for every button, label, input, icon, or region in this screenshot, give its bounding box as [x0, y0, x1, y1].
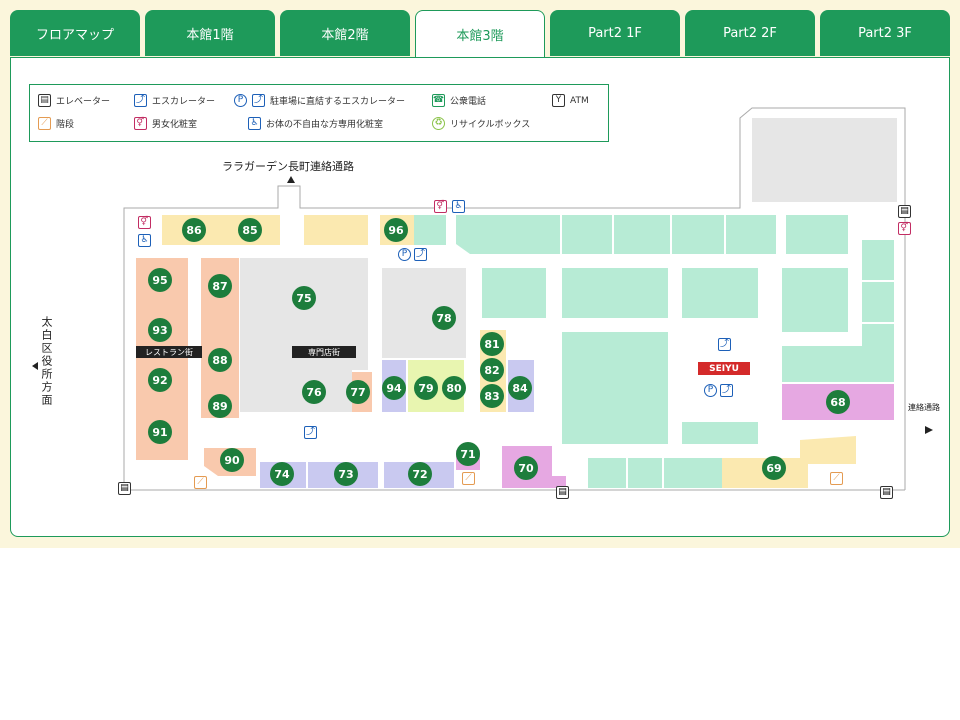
shop-badge[interactable]: 70	[514, 456, 538, 480]
shop-badge[interactable]: 76	[302, 380, 326, 404]
shop-badge[interactable]: 83	[480, 384, 504, 408]
parking-icon: P	[398, 248, 411, 261]
escalator-icon: ⤴	[414, 248, 427, 261]
escalator-icon: ⤴	[134, 94, 147, 107]
shop-badge[interactable]: 75	[292, 286, 316, 310]
elevator-icon: ▤	[38, 94, 51, 107]
stairs-icon: ⟋	[830, 472, 843, 485]
legend-escalator: ⤴ エスカレーター	[134, 94, 216, 107]
shop-badge[interactable]: 96	[384, 218, 408, 242]
east-passage-label: 連絡通路	[908, 403, 940, 412]
tab-part2-3f[interactable]: Part2 3F	[820, 10, 950, 56]
restroom-icon: ⚥	[898, 222, 911, 235]
shop-badge[interactable]: 78	[432, 306, 456, 330]
tab-part2-2f[interactable]: Part2 2F	[685, 10, 815, 56]
storage-area	[752, 118, 897, 202]
shop-badge[interactable]: 84	[508, 376, 532, 400]
shop-badge[interactable]: 88	[208, 348, 232, 372]
shop-badge[interactable]: 90	[220, 448, 244, 472]
shop-badge[interactable]: 77	[346, 380, 370, 404]
legend-accessible-restroom: ♿ お体の不自由な方専用化粧室	[248, 117, 383, 130]
elevator-icon: ▤	[118, 482, 131, 495]
legend-restroom: ⚥ 男女化粧室	[134, 117, 197, 130]
west-direction-label: 太白区役所方面	[40, 316, 53, 407]
north-passage-label: ララガーデン長町連絡通路	[222, 160, 354, 173]
tab-main-1f[interactable]: 本館1階	[145, 10, 275, 56]
parking-icon: P	[234, 94, 247, 107]
shop-badge[interactable]: 89	[208, 394, 232, 418]
phone-icon: ☎	[432, 94, 445, 107]
wheelchair-icon: ♿	[248, 117, 261, 130]
shop-badge[interactable]: 82	[480, 358, 504, 382]
stairs-icon: ⟋	[38, 117, 51, 130]
elevator-icon: ▤	[880, 486, 893, 499]
shop-badge[interactable]: 74	[270, 462, 294, 486]
shop-badge[interactable]: 93	[148, 318, 172, 342]
floor-tabs: フロアマップ 本館1階 本館2階 本館3階 Part2 1F Part2 2F …	[10, 10, 950, 58]
floor-map	[32, 107, 933, 491]
legend-elevator: ▤ エレベーター	[38, 94, 110, 107]
shop-badge[interactable]: 86	[182, 218, 206, 242]
restroom-icon: ⚥	[138, 216, 151, 229]
map-legend: ▤ エレベーター ⤴ エスカレーター P ⤴ 駐車場に直結するエスカレーター ☎…	[29, 84, 609, 142]
tab-floor-map[interactable]: フロアマップ	[10, 10, 140, 56]
shop-badge[interactable]: 95	[148, 268, 172, 292]
page-frame: フロアマップ 本館1階 本館2階 本館3階 Part2 1F Part2 2F …	[0, 0, 960, 548]
shop-badge[interactable]: 68	[826, 390, 850, 414]
parking-icon: P	[704, 384, 717, 397]
shop-badge[interactable]: 85	[238, 218, 262, 242]
wheelchair-icon: ♿	[138, 234, 151, 247]
tab-main-3f[interactable]: 本館3階	[415, 10, 545, 58]
seiyu-store-label[interactable]: SEIYU	[698, 362, 750, 375]
escalator-icon: ⤴	[252, 94, 265, 107]
elevator-icon: ▤	[556, 486, 569, 499]
escalator-icon: ⤴	[720, 384, 733, 397]
tab-main-2f[interactable]: 本館2階	[280, 10, 410, 56]
shop-badge[interactable]: 92	[148, 368, 172, 392]
shop-badge[interactable]: 81	[480, 332, 504, 356]
restaurant-area-label: レストラン街	[136, 346, 202, 358]
restroom-icon: ⚥	[434, 200, 447, 213]
legend-atm: Y ATM	[552, 94, 589, 107]
specialty-area-label: 専門店街	[292, 346, 356, 358]
legend-phone: ☎ 公衆電話	[432, 94, 487, 107]
escalator-icon: ⤴	[304, 426, 317, 439]
shop-badge[interactable]: 94	[382, 376, 406, 400]
shop-badge[interactable]: 80	[442, 376, 466, 400]
atm-icon: Y	[552, 94, 565, 107]
wheelchair-icon: ♿	[452, 200, 465, 213]
shop-badge[interactable]: 69	[762, 456, 786, 480]
shop-badge[interactable]: 72	[408, 462, 432, 486]
elevator-icon: ▤	[898, 205, 911, 218]
recycle-icon: ♻	[432, 117, 445, 130]
legend-stairs: ⟋ 階段	[38, 117, 74, 130]
escalator-icon: ⤴	[718, 338, 731, 351]
stairs-icon: ⟋	[462, 472, 475, 485]
shop-badge[interactable]: 87	[208, 274, 232, 298]
legend-parking-escalator: P ⤴ 駐車場に直結するエスカレーター	[234, 94, 405, 107]
shop-badge[interactable]: 91	[148, 420, 172, 444]
tab-part2-1f[interactable]: Part2 1F	[550, 10, 680, 56]
shop-badge[interactable]: 79	[414, 376, 438, 400]
legend-recycle: ♻ リサイクルボックス	[432, 117, 530, 130]
restroom-icon: ⚥	[134, 117, 147, 130]
stairs-icon: ⟋	[194, 476, 207, 489]
shop-badge[interactable]: 73	[334, 462, 358, 486]
shop-badge[interactable]: 71	[456, 442, 480, 466]
